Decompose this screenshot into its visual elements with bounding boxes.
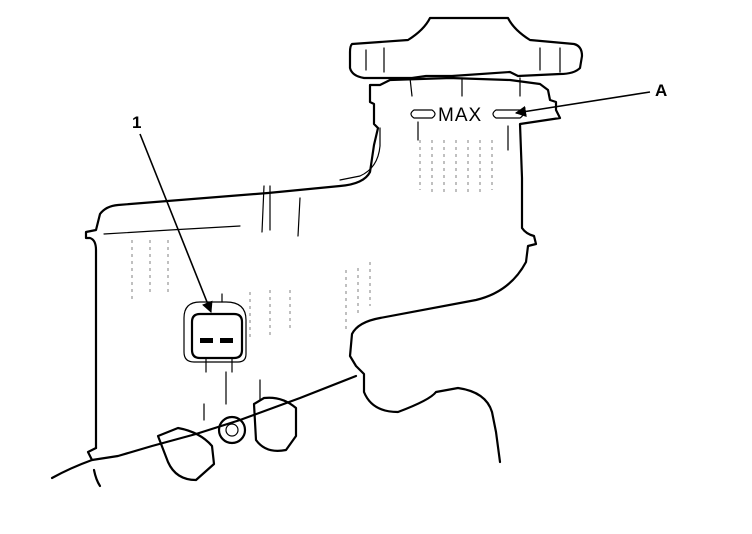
callout-1-leader-arrow [139, 133, 213, 314]
fluid-level-sensor-connector [183, 293, 247, 373]
connector-terminal-right [220, 338, 233, 343]
connector-terminal-left [200, 338, 213, 343]
callout-1-label: 1 [132, 113, 141, 132]
callout-a: A [514, 81, 667, 117]
reservoir-cap [348, 16, 584, 97]
max-level-text: MAX [438, 105, 482, 126]
max-level-mark: MAX [410, 105, 524, 126]
callout-1: 1 [132, 113, 213, 314]
reservoir-tank [50, 76, 562, 488]
callout-a-label: A [655, 81, 667, 100]
callout-a-leader-arrow [514, 91, 651, 117]
